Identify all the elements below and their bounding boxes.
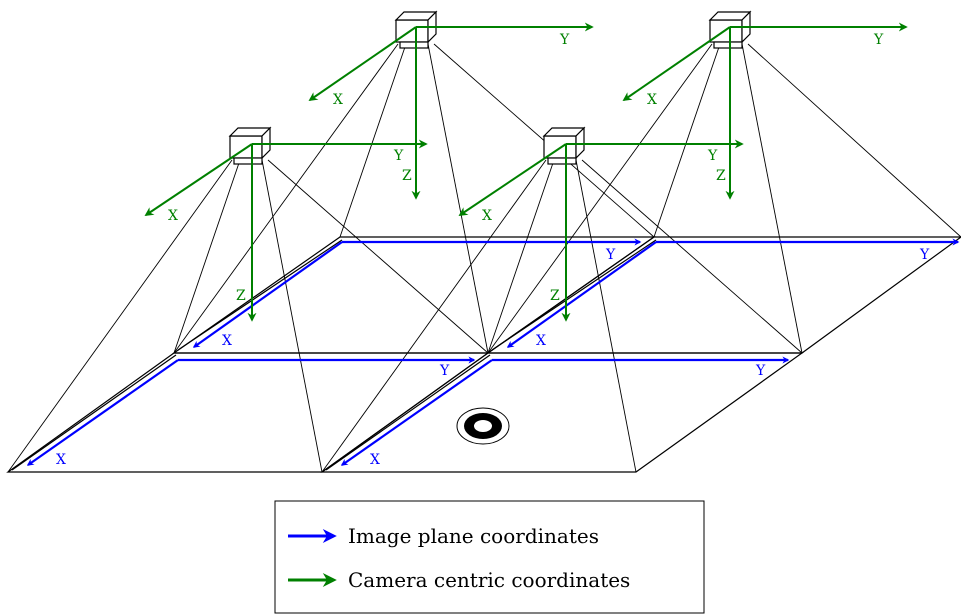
legend-image-plane: Image plane coordinates xyxy=(348,524,599,548)
label-y: Y xyxy=(439,363,450,379)
label-z: Z xyxy=(402,168,412,184)
camera-frustums xyxy=(7,43,961,473)
label-z: Z xyxy=(716,168,726,184)
target-marker-icon xyxy=(456,407,510,445)
image-plane-axes xyxy=(26,238,960,466)
label-x: X xyxy=(168,208,178,224)
label-y: Y xyxy=(605,247,616,263)
image-plane-labels: Y Y Y Y X X X X xyxy=(56,247,930,468)
label-x: X xyxy=(222,333,232,349)
label-y: Y xyxy=(919,247,930,263)
label-x: X xyxy=(536,333,546,349)
label-x: X xyxy=(482,208,492,224)
legend-camera-centric: Camera centric coordinates xyxy=(348,568,630,592)
cameras xyxy=(228,10,752,165)
camera-icon xyxy=(394,10,438,49)
label-z: Z xyxy=(550,288,560,304)
label-y: Y xyxy=(873,32,884,48)
label-x: X xyxy=(647,92,657,108)
camera-axes xyxy=(144,22,908,322)
label-y: Y xyxy=(559,32,570,48)
label-x: X xyxy=(333,92,343,108)
label-z: Z xyxy=(236,288,246,304)
camera-axis-labels: Y X Z Y X Z Y X Z Y X Z xyxy=(168,32,884,304)
legend: Image plane coordinates Camera centric c… xyxy=(274,500,705,614)
label-x: X xyxy=(370,452,380,468)
label-y: Y xyxy=(393,148,404,164)
legend-box xyxy=(274,500,705,614)
plane-front-right xyxy=(320,352,804,473)
label-y: Y xyxy=(755,363,766,379)
label-x: X xyxy=(56,452,66,468)
label-y: Y xyxy=(707,148,718,164)
